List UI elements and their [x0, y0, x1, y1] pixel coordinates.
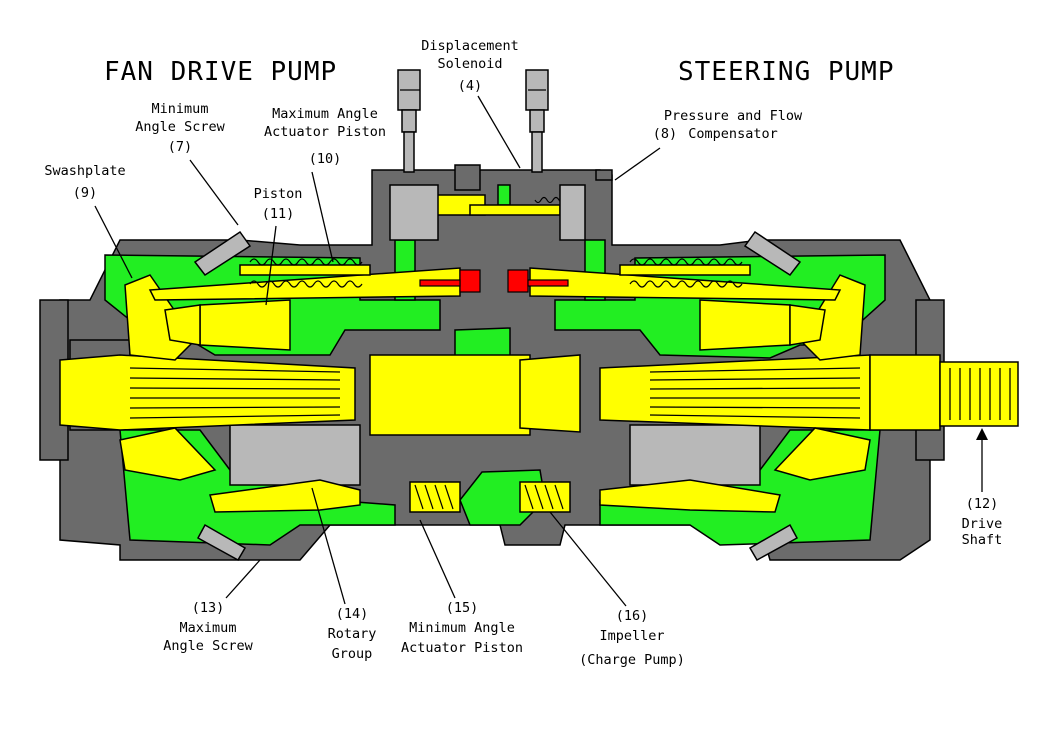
callout-line2: Actuator Piston — [264, 124, 386, 140]
callout-number: (7) — [168, 139, 192, 155]
callout-min-angle-actuator: (15) Minimum Angle Actuator Piston — [401, 519, 523, 656]
fan-drive-pump-title: FAN DRIVE PUMP — [104, 57, 337, 87]
callout-number: (16) — [616, 608, 649, 624]
callout-impeller: (16) Impeller (Charge Pump) — [549, 511, 685, 668]
leader-line — [189, 159, 239, 226]
leader-line — [225, 559, 261, 599]
callout-number: (8) — [653, 126, 677, 142]
callout-line2: Shaft — [962, 532, 1003, 548]
callout-piston: Piston (11) — [254, 186, 303, 306]
leader-line — [265, 225, 277, 306]
callout-number: (4) — [458, 78, 482, 94]
callout-number: (11) — [262, 206, 295, 222]
leader-line — [94, 205, 133, 279]
callout-line2: Group — [332, 646, 373, 662]
cylinder-blocks — [229, 424, 761, 486]
steering-pump-title: STEERING PUMP — [678, 57, 895, 87]
leader-line — [419, 519, 456, 599]
pistons — [164, 299, 826, 513]
callout-line2: (Charge Pump) — [579, 652, 685, 668]
callout-line1: Minimum — [152, 101, 209, 117]
callout-line1: Pressure and Flow — [664, 108, 803, 124]
callout-displacement-solenoid: Displacement Solenoid (4) — [421, 38, 521, 169]
callout-line1: Drive — [962, 516, 1003, 532]
angle-screws — [193, 230, 802, 562]
callout-line1: Displacement — [421, 38, 519, 54]
solenoid-connectors — [397, 69, 549, 173]
callout-number: (12) — [966, 496, 999, 512]
leader-line — [614, 147, 661, 181]
callout-line1: Minimum Angle — [409, 620, 515, 636]
callout-line1: Impeller — [599, 628, 664, 644]
leader-line — [549, 511, 627, 607]
connector-left — [397, 69, 421, 173]
arrow-head — [976, 428, 988, 440]
callout-drive-shaft: (12) Drive Shaft — [962, 428, 1003, 548]
swashplates — [119, 274, 871, 481]
callout-number: (13) — [192, 600, 225, 616]
callout-rotary-group: (14) Rotary Group — [311, 487, 377, 662]
drive-shaft — [59, 354, 1019, 436]
callout-number: (15) — [446, 600, 479, 616]
callout-line1: Piston — [254, 186, 303, 202]
callout-line2: Angle Screw — [135, 119, 225, 135]
high-pressure-chambers — [419, 269, 569, 293]
callout-line2: Angle Screw — [163, 638, 253, 654]
leader-line — [311, 487, 346, 605]
callout-number: (10) — [309, 151, 342, 167]
callout-line1: Maximum Angle — [272, 106, 378, 122]
connector-right — [525, 69, 549, 173]
callout-line1: Maximum — [180, 620, 237, 636]
min-angle-actuator — [409, 481, 461, 513]
callout-min-angle-screw-top: Minimum Angle Screw (7) — [135, 101, 239, 226]
callout-line2: Compensator — [688, 126, 777, 142]
leader-line — [311, 171, 334, 263]
callout-number: (14) — [336, 606, 369, 622]
callout-max-angle-actuator: Maximum Angle Actuator Piston (10) — [264, 106, 386, 263]
control-valve-housing — [389, 164, 613, 241]
impeller — [519, 481, 571, 513]
callout-number: (9) — [73, 185, 97, 201]
callout-line1: Swashplate — [44, 163, 125, 179]
callout-line2: Solenoid — [437, 56, 502, 72]
callout-pressure-flow-comp: Pressure and Flow Compensator (8) — [614, 108, 803, 181]
shaft-splines — [129, 367, 1011, 420]
callout-line1: Rotary — [328, 626, 377, 642]
callout-max-angle-screw: (13) Maximum Angle Screw — [163, 559, 261, 654]
callout-swashplate: Swashplate (9) — [44, 163, 133, 279]
callout-line2: Actuator Piston — [401, 640, 523, 656]
leader-line — [477, 95, 521, 169]
